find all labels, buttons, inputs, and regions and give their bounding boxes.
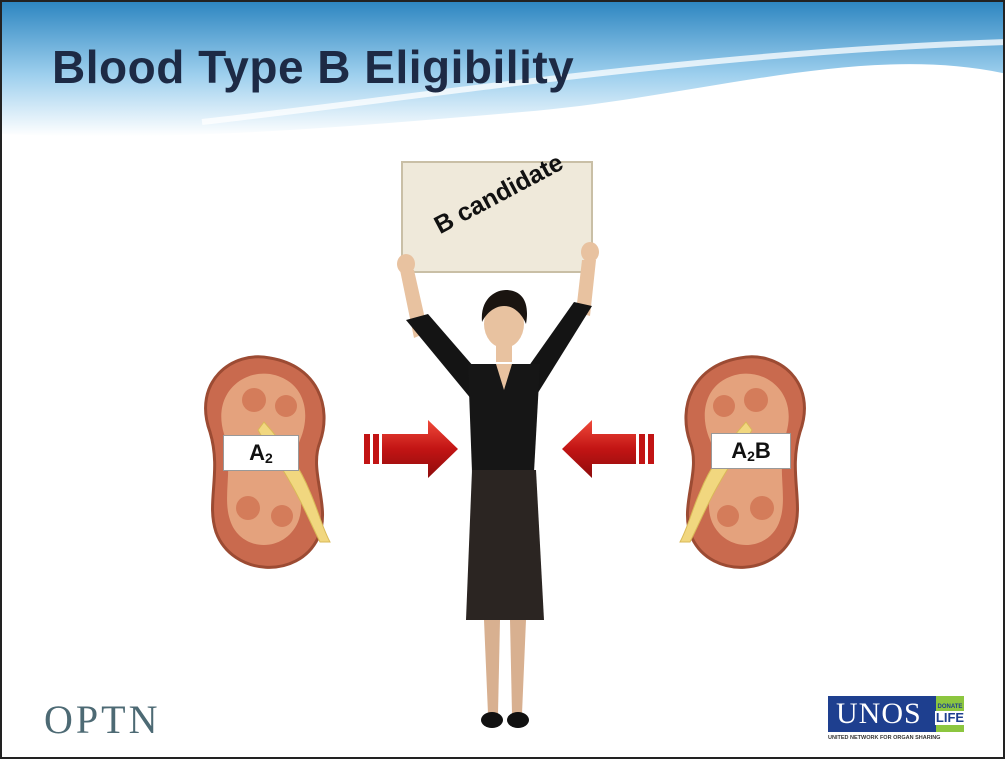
arrow-left-icon xyxy=(562,420,654,478)
life-text: LIFE xyxy=(934,709,966,725)
unos-logo-text: UNOS xyxy=(836,697,922,730)
donate-text: DONATE xyxy=(937,703,963,710)
title-banner-background xyxy=(2,2,1003,137)
optn-logo: OPTN xyxy=(44,697,161,742)
left-kidney-label-subscript: 2 xyxy=(265,450,273,466)
unos-logo-box: UNOS xyxy=(828,696,936,732)
right-kidney-label-base: A xyxy=(731,438,748,463)
donate-life-badge: DONATE LIFE xyxy=(934,696,966,732)
unos-logo: UNOS DONATE LIFE UNITED NETWORK FOR ORGA… xyxy=(828,696,968,742)
slide-title: Blood Type B Eligibility xyxy=(52,41,575,93)
left-kidney-label-base: A xyxy=(249,440,266,465)
woman-figure-icon xyxy=(397,161,599,728)
right-kidney-label-suffix: B xyxy=(754,438,771,463)
arrow-right-icon xyxy=(364,420,458,478)
unos-tagline: UNITED NETWORK FOR ORGAN SHARING xyxy=(828,735,941,741)
right-kidney-label-subscript: 2 xyxy=(747,448,755,464)
